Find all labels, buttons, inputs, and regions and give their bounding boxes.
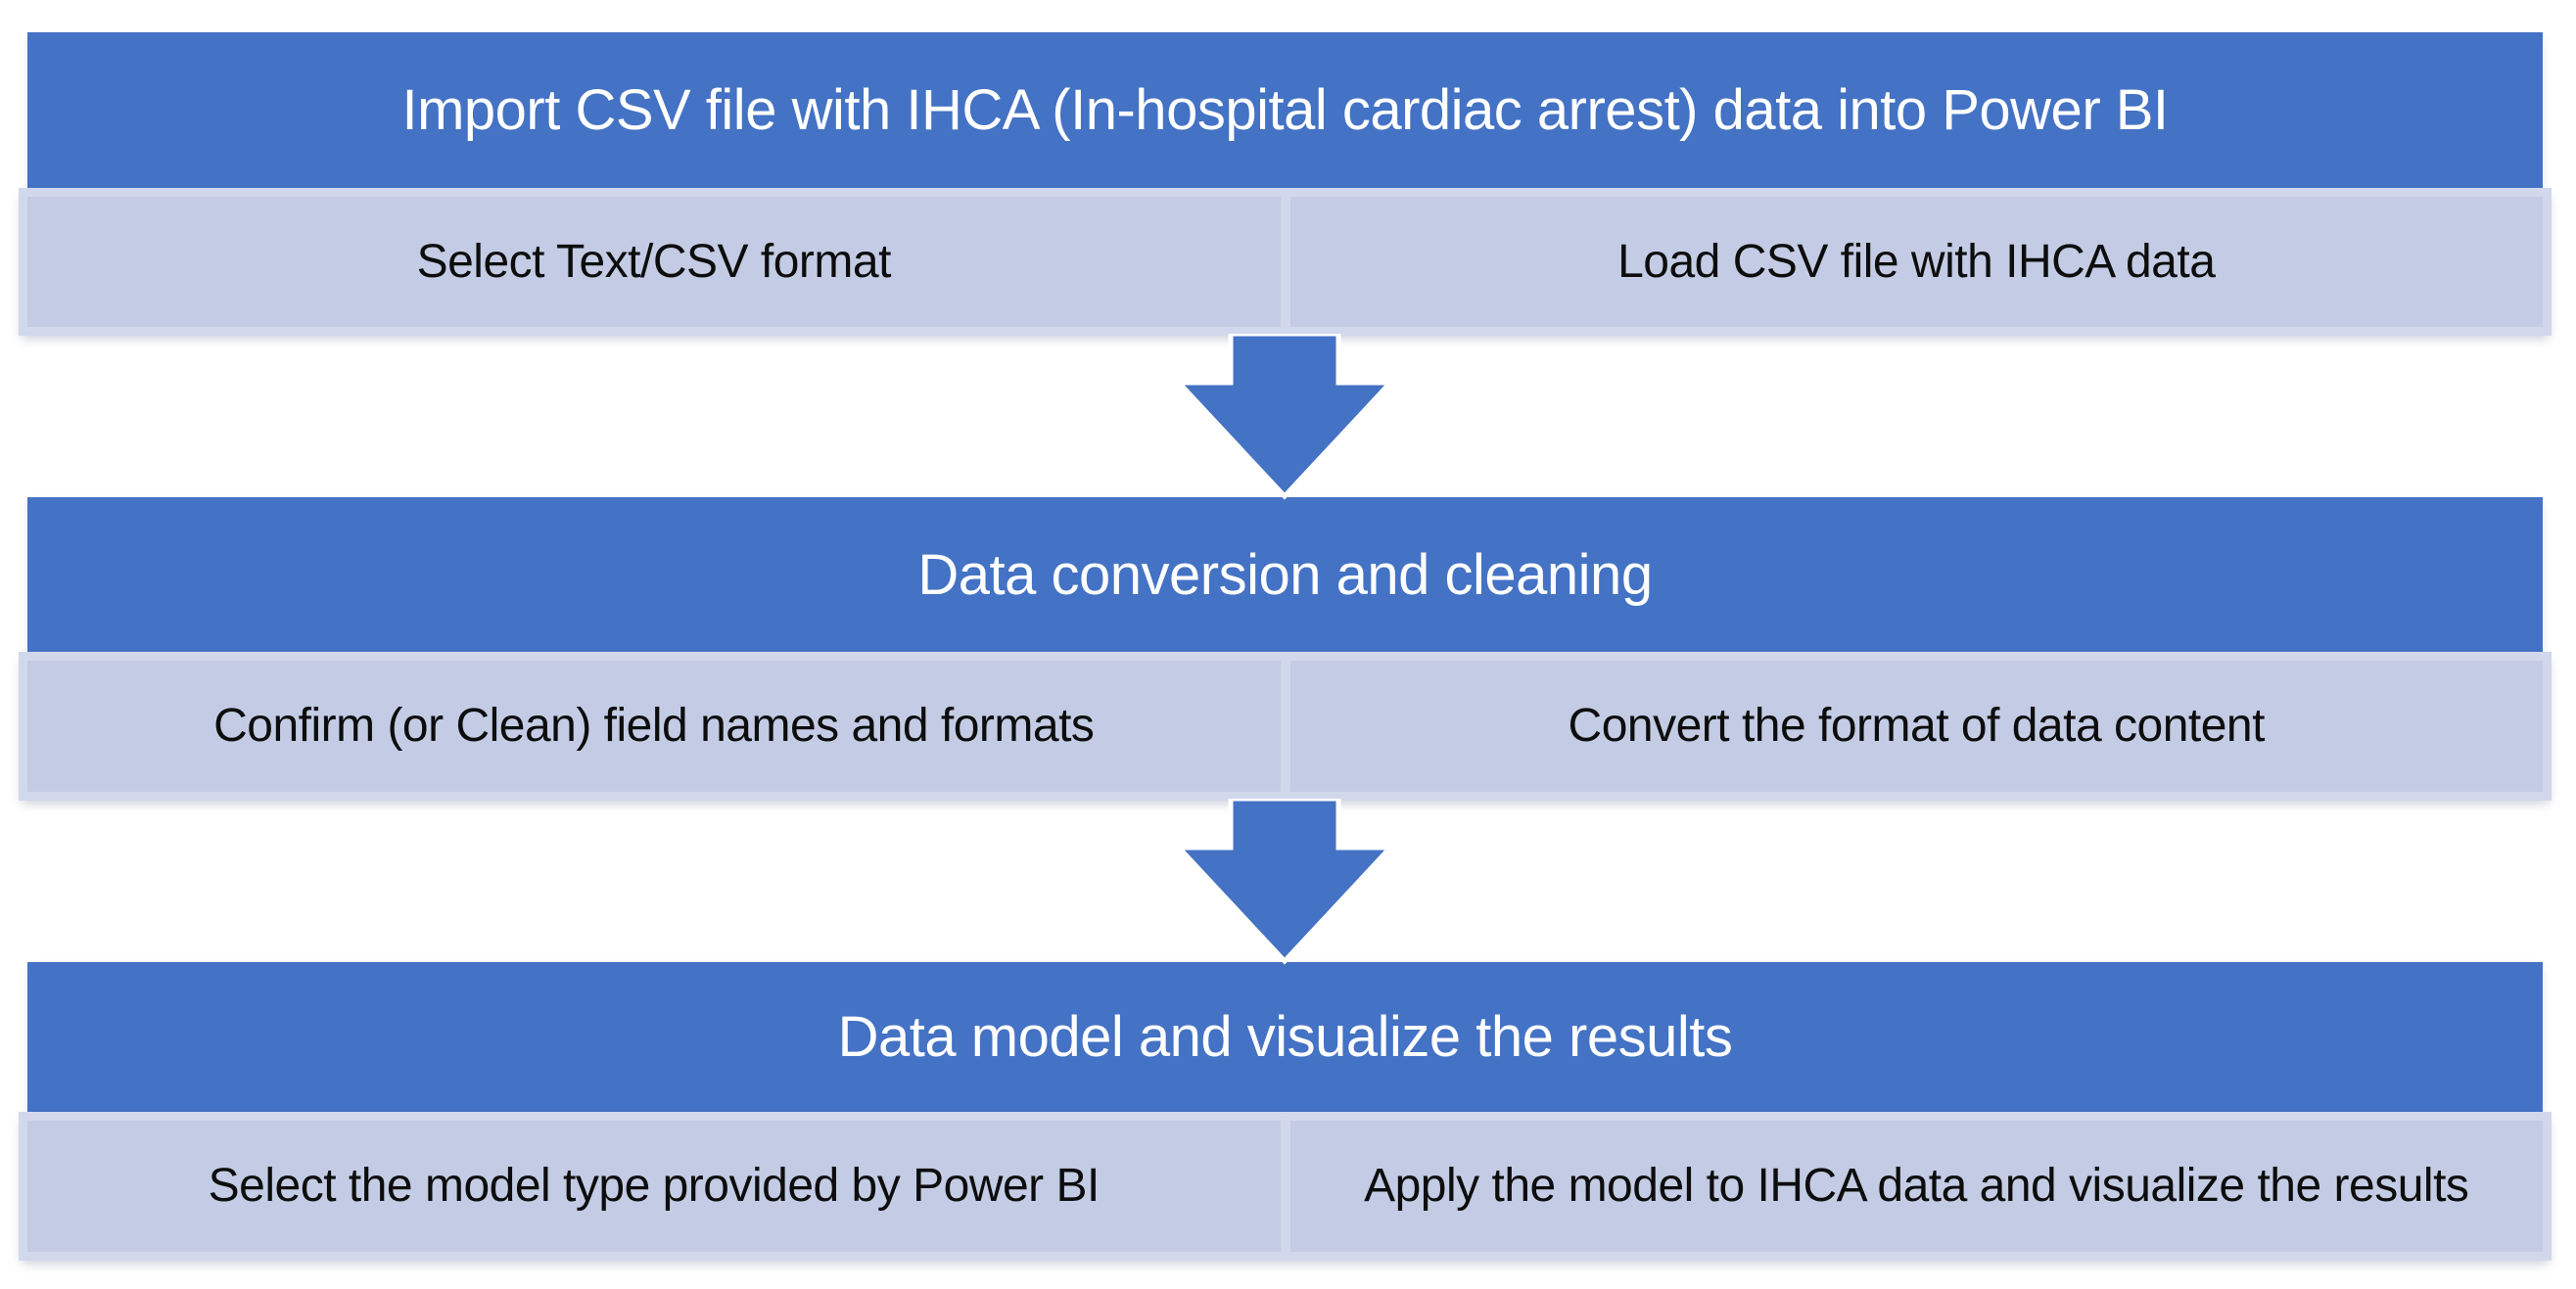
stage-2-step-1: Confirm (or Clean) field names and forma…: [27, 661, 1281, 792]
stage-1-title: Import CSV file with IHCA (In-hospital c…: [401, 78, 2169, 142]
stage-3-header: Data model and visualize the results: [27, 962, 2543, 1112]
stage-2-title: Data conversion and cleaning: [917, 542, 1653, 607]
stage-3-step-2: Apply the model to IHCA data and visuali…: [1289, 1121, 2543, 1252]
stage-1-header: Import CSV file with IHCA (In-hospital c…: [27, 32, 2543, 188]
stage-1-step-2: Load CSV file with IHCA data: [1289, 197, 2543, 327]
stage-2-header: Data conversion and cleaning: [27, 497, 2543, 652]
down-arrow-icon: [1179, 799, 1390, 966]
stage-1-step-row: Select Text/CSV format Load CSV file wit…: [19, 188, 2552, 336]
down-arrow-icon: [1179, 334, 1390, 501]
stage-3-title: Data model and visualize the results: [837, 1005, 1733, 1069]
stage-1-step-1: Select Text/CSV format: [27, 197, 1281, 327]
stage-2-step-2: Convert the format of data content: [1289, 661, 2543, 792]
stage-3-step-1: Select the model type provided by Power …: [27, 1121, 1281, 1252]
stage-3-step-row: Select the model type provided by Power …: [19, 1112, 2552, 1261]
stage-2-step-row: Confirm (or Clean) field names and forma…: [19, 652, 2552, 801]
